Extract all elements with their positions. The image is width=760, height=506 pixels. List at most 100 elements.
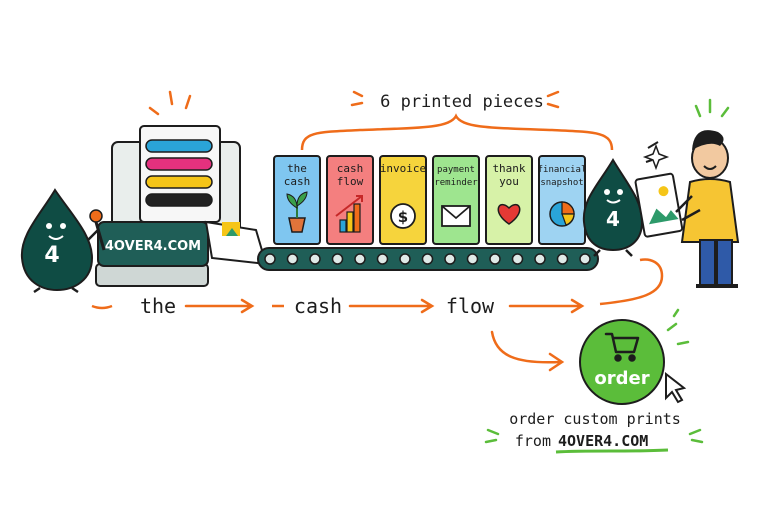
plant-icon [286,191,308,233]
order-button[interactable]: order [579,308,690,405]
belt-roller [399,253,411,265]
printing-press: 4OVER4.COM [89,90,268,287]
printed-pieces: thecashcashflowinvoice$paymentreminderth… [273,155,587,245]
belt-roller [579,253,591,265]
output-sheet-art [226,228,238,236]
person-smile [703,165,717,170]
card-face [538,155,586,245]
belt-roller [511,253,524,265]
handed-card [634,172,684,238]
roller-magenta [145,157,213,171]
belt-roller [264,253,276,265]
heading-spark-left [350,90,364,107]
person-leg [716,239,733,287]
button-sparks [666,308,690,346]
cursor-icon [665,371,687,404]
heading-brace [300,113,614,151]
customer-person [642,98,740,288]
card-title-line1: cash [337,162,364,175]
mascot-left-body [20,188,94,292]
person-hair [692,130,724,150]
belt-roller [556,253,569,265]
flow-arrows [91,258,664,372]
cart-icon [604,332,640,362]
card-face [485,155,533,245]
mascot-right-body [582,158,644,252]
mascot-left-eye [60,223,66,229]
dollar-coin-icon: $ [390,203,416,229]
mascot-right-smile [606,199,621,204]
card-title-line2: flow [337,175,364,188]
belt-roller [489,253,501,265]
card-title-line1: the [287,162,307,175]
belt-roller [444,253,456,265]
pie-chart-icon [549,201,575,227]
roller-black [145,193,213,207]
mascot-right: 4 [582,158,684,257]
flow-word: cash [294,294,342,318]
cta-underline [555,448,669,454]
flow-word: flow [446,294,495,318]
card-title-line2: cash [284,175,311,188]
card-face [379,155,427,245]
mascot-right-eye [617,189,623,195]
press-front-panel [97,221,209,267]
bar-chart-icon [335,195,363,233]
pieces-heading: 6 printed pieces [300,90,614,151]
conveyor-belt [257,247,599,271]
belt-roller [421,253,434,265]
heading-spark-right [546,90,560,109]
card-title-line1: thank [492,162,525,175]
press-label: 4OVER4.COM [105,239,201,254]
belt-rollers [264,253,591,265]
mascot-left-badge: 4 [44,243,59,268]
card-title-line1: payment [437,165,475,175]
pieces-heading-text: 6 printed pieces [380,92,544,112]
heart-icon [497,203,521,225]
press-lever-knob [89,209,103,223]
order-button-circle[interactable] [579,319,665,405]
press-sparks [148,90,192,116]
mascot-right-badge: 4 [606,207,620,231]
roller-yellow [145,175,213,189]
mascot-left-feet [33,286,79,294]
press-lever [94,221,106,251]
cta-line1: order custom prints [509,410,681,428]
belt-roller [466,253,479,265]
belt-roller [331,253,344,265]
printed-piece-card: invoice $ [379,155,427,245]
card-title-line2: you [499,175,519,188]
excitement-lines [694,98,730,118]
card-face [326,155,374,245]
press-base [95,263,209,287]
card-title-line1: invoice [380,162,426,175]
printed-piece-card: payment reminder [432,155,480,245]
card-title-line2: reminder [434,178,478,188]
order-button-label: order [594,368,649,389]
belt-roller [354,253,366,265]
mascot-left: 4 [20,188,101,294]
envelope-icon [441,205,471,227]
belt-roller [309,253,321,265]
cta-block: order custom prints from 4OVER4.COM [484,410,704,454]
card-title-line1: financial [538,165,587,175]
cta-line2-prefix: from [515,432,551,450]
belt-roller [376,253,389,265]
mascot-right-feet [593,249,633,257]
cta-site-link[interactable]: 4OVER4.COM [558,432,648,450]
person-arms [675,195,701,222]
card-face [273,155,321,245]
output-sheet-art [222,222,240,236]
belt-roller [534,253,546,265]
sparkle-icon [642,143,670,171]
mascot-right-eye [604,189,610,195]
flow-word: the [140,294,176,318]
person-shirt [680,178,740,243]
belt-roller [286,253,299,265]
cta-sparks [484,428,704,444]
